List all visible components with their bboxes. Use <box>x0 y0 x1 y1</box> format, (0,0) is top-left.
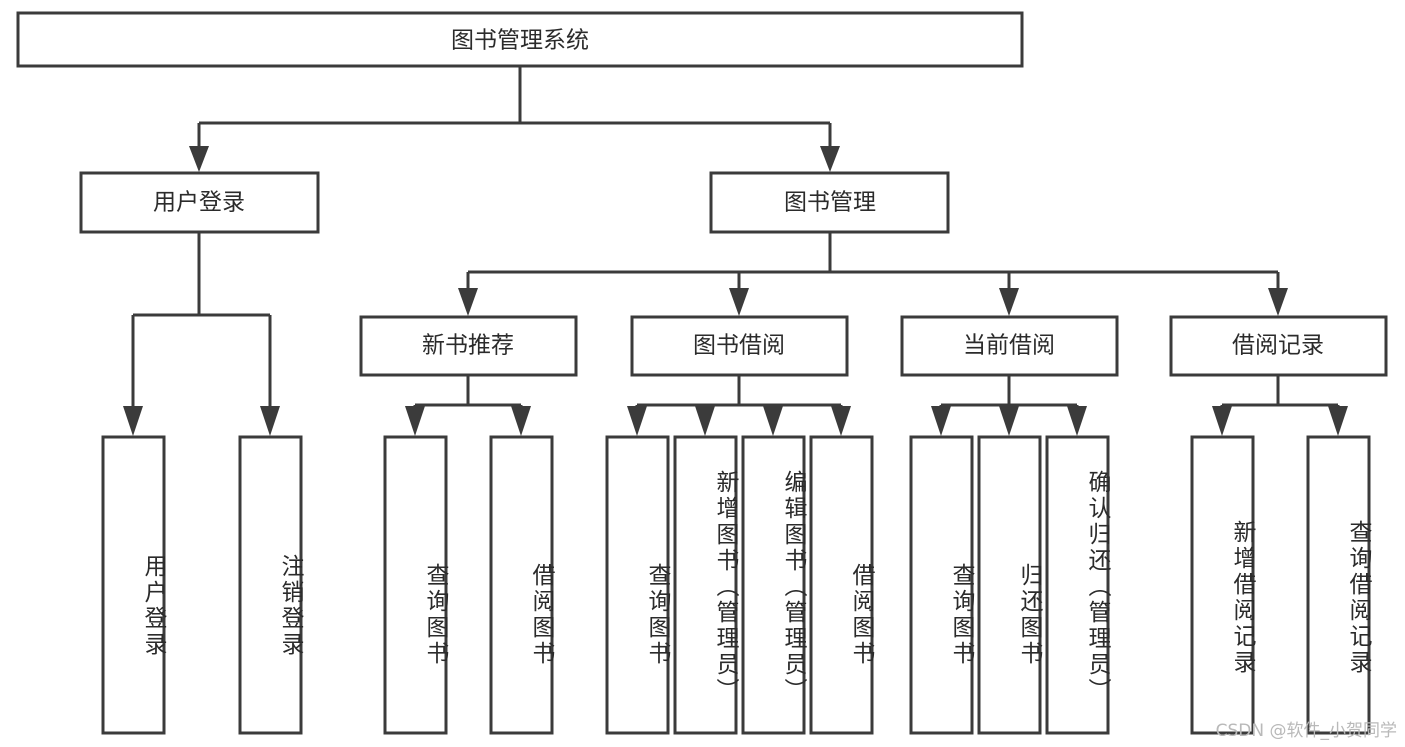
node-current-borrow-label: 当前借阅 <box>963 333 1055 359</box>
arrow-head-logout-leaf <box>260 406 280 436</box>
arrow-head-bookborrow-leaf-3 <box>763 406 783 436</box>
node-current-borrow[interactable]: 当前借阅 <box>900 315 1119 377</box>
connector-group-currentborrow <box>931 375 1087 436</box>
arrow-head-borrowrecord-leaf-1 <box>1212 406 1232 436</box>
node-book-borrow-rect[interactable] <box>630 315 849 377</box>
arrow-head-current-borrow <box>999 288 1019 316</box>
node-book-borrow-label: 图书借阅 <box>693 333 785 359</box>
watermark-text: CSDN @软件_小贺同学 <box>1215 721 1397 741</box>
leaf-box-record-query[interactable] <box>1306 435 1371 735</box>
leaf-box-current-confirm[interactable] <box>1045 435 1110 735</box>
connector-group-bookborrow <box>627 375 851 436</box>
node-book-management-rect[interactable] <box>709 171 950 234</box>
arrow-head-newbook-leaf-2 <box>511 406 531 436</box>
node-new-book-recommend-label: 新书推荐 <box>422 333 514 359</box>
node-borrow-record[interactable]: 借阅记录 <box>1169 315 1388 377</box>
arrow-head-borrow-record <box>1268 288 1288 316</box>
arrow-head-userlogin <box>189 146 209 172</box>
arrow-head-currentborrow-leaf-2 <box>999 406 1019 436</box>
arrow-head-bookmgmt <box>820 146 840 172</box>
arrow-head-bookborrow-leaf-2 <box>695 406 715 436</box>
node-borrow-record-rect[interactable] <box>1169 315 1388 377</box>
leaf-box-current-query[interactable] <box>909 435 974 735</box>
node-current-borrow-rect[interactable] <box>900 315 1119 377</box>
node-new-book-recommend-rect[interactable] <box>359 315 578 377</box>
arrow-head-bookborrow-leaf-4 <box>831 406 851 436</box>
connector-group-borrowrecord <box>1212 375 1348 436</box>
node-book-management-label: 图书管理 <box>784 190 876 216</box>
arrow-head-newbook-leaf-1 <box>405 406 425 436</box>
arrow-head-new-book <box>458 288 478 316</box>
leaf-box-borrow-add[interactable] <box>673 435 738 735</box>
leaf-box-record-add[interactable] <box>1190 435 1255 735</box>
arrow-head-currentborrow-leaf-1 <box>931 406 951 436</box>
node-borrow-record-label: 借阅记录 <box>1232 333 1324 359</box>
node-user-login-label: 用户登录 <box>153 190 245 216</box>
leaf-box-logout[interactable] <box>238 435 303 735</box>
node-root-label: 图书管理系统 <box>451 28 589 54</box>
leaf-box-newbook-borrow[interactable] <box>489 435 554 735</box>
arrow-head-user-login-leaf <box>123 406 143 436</box>
leaf-box-current-return[interactable] <box>977 435 1042 735</box>
leaf-box-borrow-query[interactable] <box>605 435 670 735</box>
node-root-rect[interactable] <box>16 11 1024 68</box>
arrow-head-book-borrow <box>729 288 749 316</box>
node-user-login-rect[interactable] <box>79 171 320 234</box>
leaf-box-user-login[interactable] <box>101 435 166 735</box>
node-book-management[interactable]: 图书管理 <box>709 171 950 234</box>
node-new-book-recommend[interactable]: 新书推荐 <box>359 315 578 377</box>
arrow-head-bookborrow-leaf-1 <box>627 406 647 436</box>
leaf-box-borrow-edit[interactable] <box>741 435 806 735</box>
connector-group-newbook <box>405 375 531 436</box>
node-root[interactable]: 图书管理系统 <box>16 11 1024 68</box>
arrow-head-borrowrecord-leaf-2 <box>1328 406 1348 436</box>
connector-group-userlogin <box>123 232 280 436</box>
node-user-login[interactable]: 用户登录 <box>79 171 320 234</box>
connector-group-root <box>189 66 840 172</box>
node-book-borrow[interactable]: 图书借阅 <box>630 315 849 377</box>
leaf-box-borrow-lend[interactable] <box>809 435 874 735</box>
arrow-head-currentborrow-leaf-3 <box>1067 406 1087 436</box>
connector-group-bookmgmt <box>458 232 1288 316</box>
leaf-box-newbook-query[interactable] <box>383 435 448 735</box>
